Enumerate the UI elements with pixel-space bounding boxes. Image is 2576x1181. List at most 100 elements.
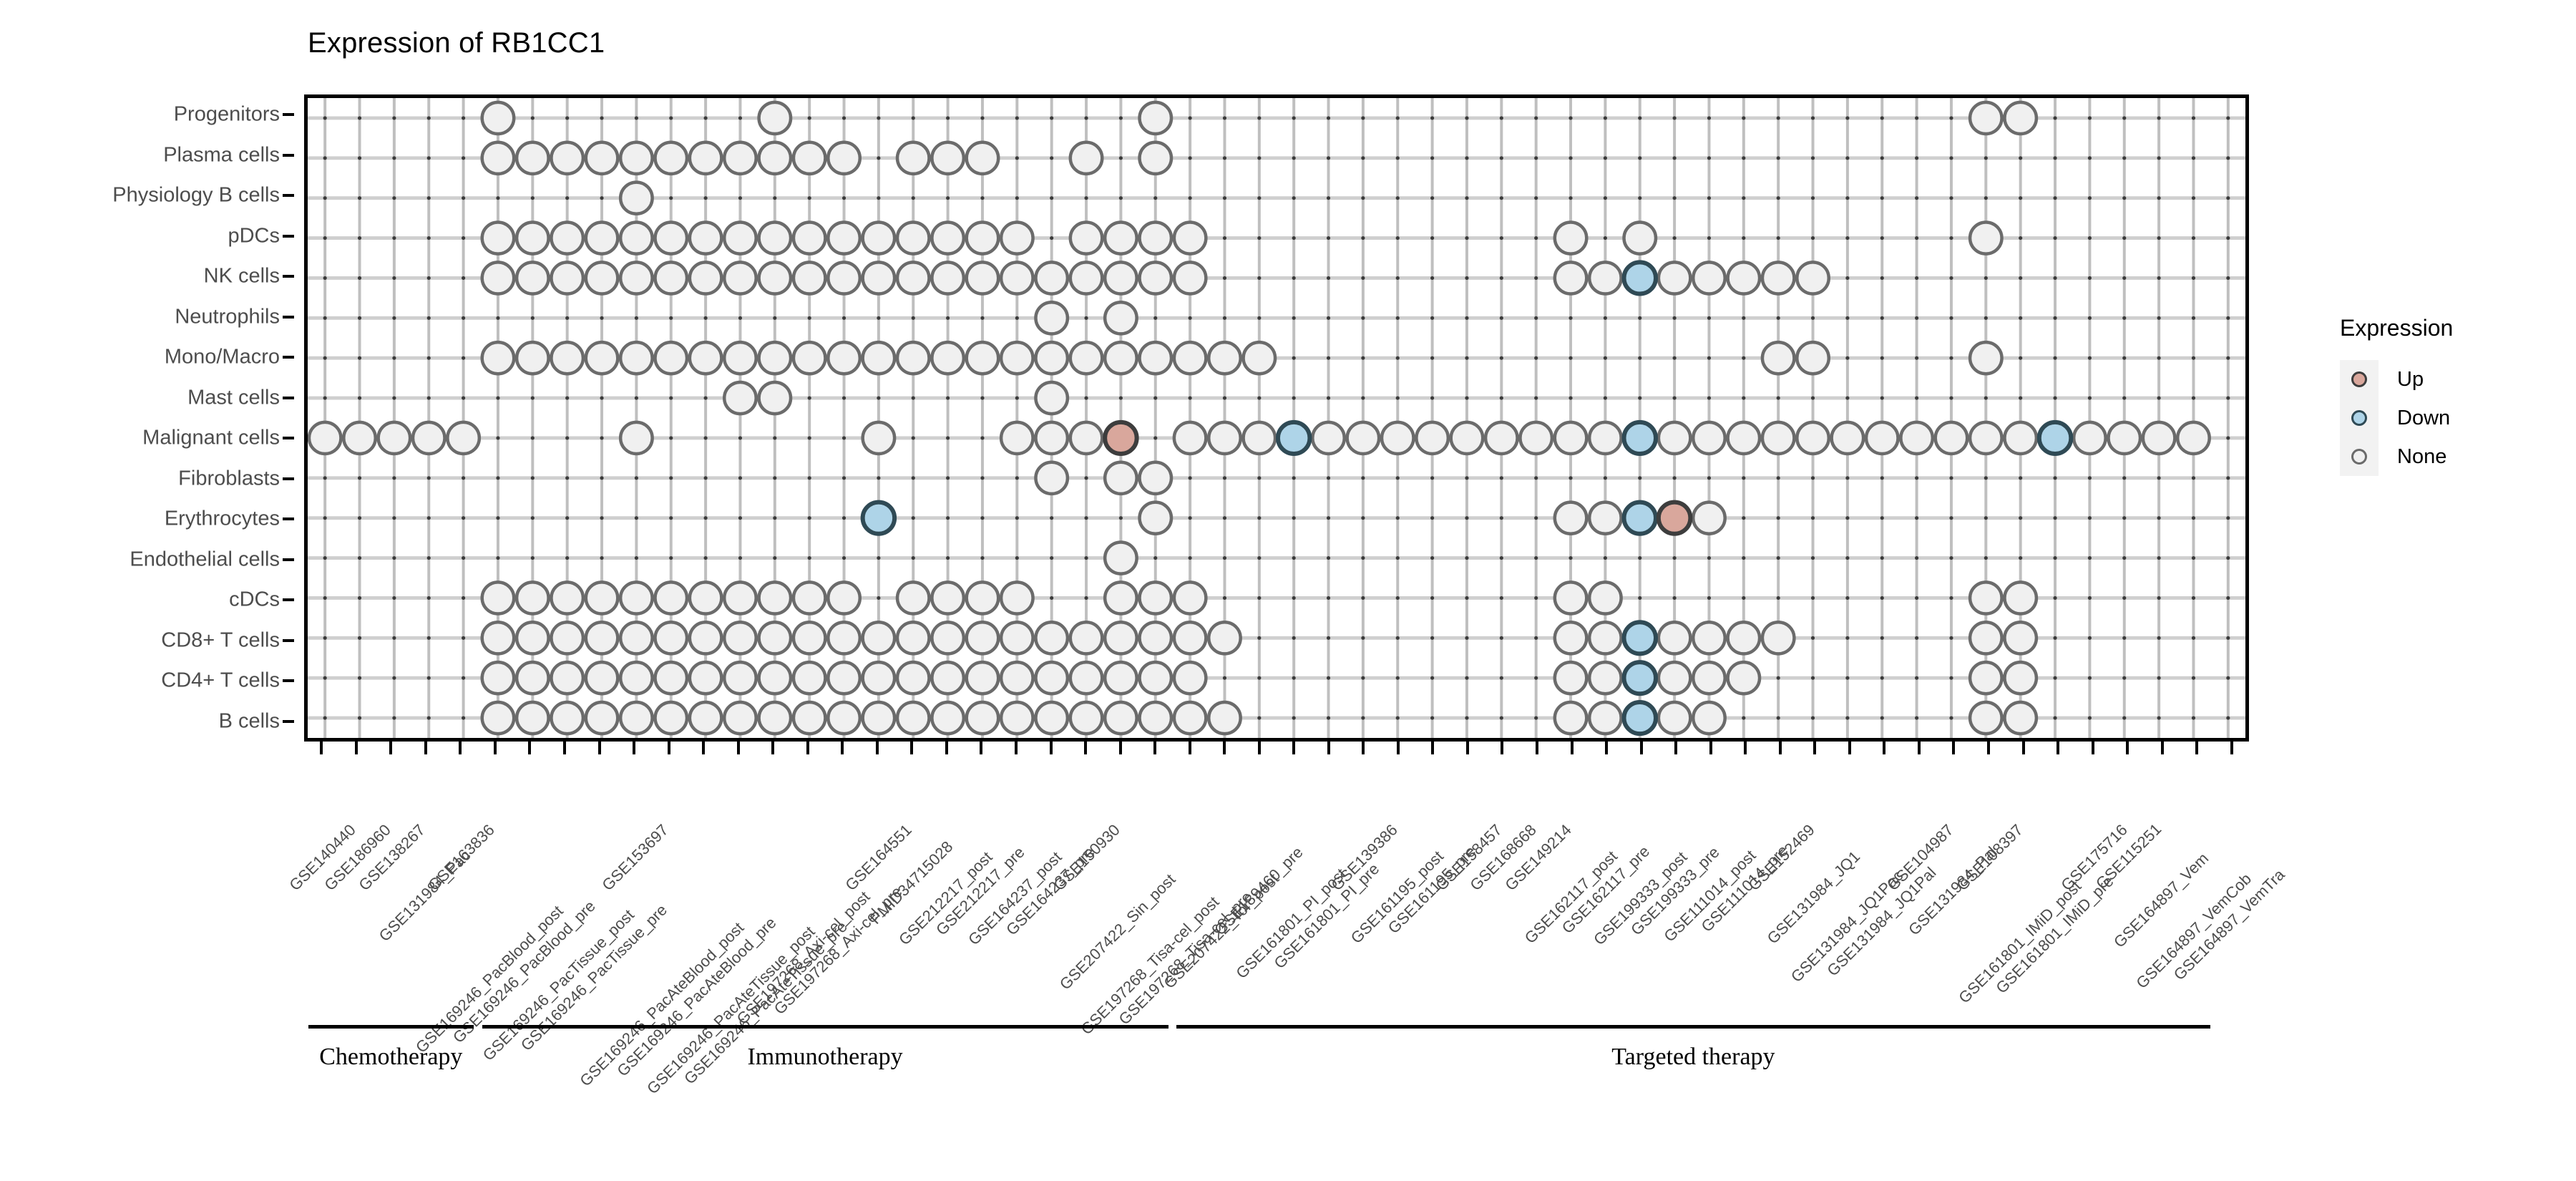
heatmap-cell[interactable]: [446, 420, 482, 456]
heatmap-cell[interactable]: [584, 261, 620, 296]
heatmap-cell[interactable]: [2003, 100, 2039, 136]
heatmap-cell[interactable]: [550, 700, 585, 736]
heatmap-cell[interactable]: [1621, 620, 1658, 656]
heatmap-cell[interactable]: [999, 660, 1035, 696]
heatmap-cell[interactable]: [480, 220, 516, 256]
heatmap-cell[interactable]: [1899, 420, 1935, 456]
heatmap-cell[interactable]: [757, 660, 793, 696]
heatmap-cell[interactable]: [584, 660, 620, 696]
heatmap-cell[interactable]: [1172, 420, 1208, 456]
heatmap-cell[interactable]: [514, 660, 550, 696]
heatmap-cell[interactable]: [550, 261, 585, 296]
heatmap-cell[interactable]: [1760, 261, 1796, 296]
heatmap-cell[interactable]: [757, 340, 793, 376]
heatmap-cell[interactable]: [584, 621, 620, 656]
heatmap-cell[interactable]: [2003, 660, 2039, 696]
heatmap-cell[interactable]: [1830, 420, 1865, 456]
heatmap-cell[interactable]: [688, 660, 723, 696]
heatmap-cell[interactable]: [1795, 420, 1831, 456]
heatmap-cell[interactable]: [1621, 700, 1658, 737]
heatmap-cell[interactable]: [618, 580, 654, 616]
heatmap-cell[interactable]: [1449, 420, 1485, 456]
heatmap-cell[interactable]: [895, 340, 931, 376]
heatmap-cell[interactable]: [514, 700, 550, 736]
heatmap-cell[interactable]: [965, 580, 1000, 616]
heatmap-cell[interactable]: [1138, 660, 1174, 696]
heatmap-cell[interactable]: [1103, 220, 1138, 256]
heatmap-cell[interactable]: [1553, 700, 1589, 736]
heatmap-cell[interactable]: [722, 660, 758, 696]
heatmap-cell[interactable]: [1138, 700, 1174, 736]
heatmap-cell[interactable]: [826, 340, 862, 376]
heatmap-cell[interactable]: [1760, 340, 1796, 376]
heatmap-cell[interactable]: [1587, 420, 1623, 456]
heatmap-cell[interactable]: [861, 340, 897, 376]
heatmap-cell[interactable]: [791, 700, 827, 736]
heatmap-cell[interactable]: [1864, 420, 1900, 456]
heatmap-cell[interactable]: [653, 140, 689, 176]
heatmap-cell[interactable]: [1968, 700, 2004, 736]
heatmap-cell[interactable]: [1103, 419, 1139, 456]
heatmap-cell[interactable]: [1553, 660, 1589, 696]
heatmap-cell[interactable]: [1691, 700, 1727, 736]
heatmap-cell[interactable]: [618, 420, 654, 456]
heatmap-cell[interactable]: [1968, 100, 2004, 136]
heatmap-cell[interactable]: [1726, 660, 1762, 696]
heatmap-cell[interactable]: [1380, 420, 1415, 456]
heatmap-cell[interactable]: [861, 621, 897, 656]
heatmap-cell[interactable]: [584, 220, 620, 256]
legend-item[interactable]: Up: [2340, 360, 2569, 399]
heatmap-cell[interactable]: [965, 621, 1000, 656]
heatmap-cell[interactable]: [1553, 621, 1589, 656]
heatmap-cell[interactable]: [1415, 420, 1450, 456]
heatmap-cell[interactable]: [550, 340, 585, 376]
heatmap-cell[interactable]: [1172, 261, 1208, 296]
heatmap-cell[interactable]: [1621, 500, 1658, 536]
heatmap-cell[interactable]: [480, 100, 516, 136]
heatmap-cell[interactable]: [653, 660, 689, 696]
heatmap-cell[interactable]: [1034, 700, 1070, 736]
heatmap-cell[interactable]: [480, 580, 516, 616]
heatmap-cell[interactable]: [1518, 420, 1554, 456]
heatmap-cell[interactable]: [1587, 700, 1623, 736]
heatmap-cell[interactable]: [895, 700, 931, 736]
heatmap-cell[interactable]: [861, 220, 897, 256]
heatmap-cell[interactable]: [1587, 621, 1623, 656]
heatmap-cell[interactable]: [480, 700, 516, 736]
heatmap-cell[interactable]: [1068, 660, 1104, 696]
heatmap-cell[interactable]: [1587, 660, 1623, 696]
heatmap-cell[interactable]: [1103, 700, 1138, 736]
heatmap-cell[interactable]: [895, 660, 931, 696]
heatmap-cell[interactable]: [688, 261, 723, 296]
heatmap-cell[interactable]: [1068, 340, 1104, 376]
heatmap-cell[interactable]: [895, 261, 931, 296]
heatmap-cell[interactable]: [930, 660, 966, 696]
heatmap-cell[interactable]: [688, 140, 723, 176]
heatmap-cell[interactable]: [826, 261, 862, 296]
heatmap-cell[interactable]: [1621, 260, 1658, 296]
heatmap-cell[interactable]: [1172, 660, 1208, 696]
heatmap-cell[interactable]: [1103, 660, 1138, 696]
heatmap-cell[interactable]: [688, 621, 723, 656]
heatmap-cell[interactable]: [1553, 500, 1589, 535]
heatmap-cell[interactable]: [653, 261, 689, 296]
heatmap-cell[interactable]: [1622, 220, 1658, 256]
heatmap-cell[interactable]: [550, 660, 585, 696]
heatmap-cell[interactable]: [1138, 340, 1174, 376]
heatmap-cell[interactable]: [791, 261, 827, 296]
heatmap-cell[interactable]: [688, 220, 723, 256]
heatmap-cell[interactable]: [965, 261, 1000, 296]
heatmap-cell[interactable]: [653, 580, 689, 616]
heatmap-cell[interactable]: [1760, 420, 1796, 456]
heatmap-cell[interactable]: [584, 700, 620, 736]
heatmap-cell[interactable]: [757, 261, 793, 296]
heatmap-cell[interactable]: [376, 420, 412, 456]
heatmap-cell[interactable]: [826, 140, 862, 176]
heatmap-cell[interactable]: [1138, 621, 1174, 656]
heatmap-cell[interactable]: [826, 580, 862, 616]
heatmap-cell[interactable]: [930, 340, 966, 376]
heatmap-cell[interactable]: [1172, 580, 1208, 616]
heatmap-cell[interactable]: [1034, 460, 1070, 496]
heatmap-cell[interactable]: [480, 261, 516, 296]
heatmap-cell[interactable]: [861, 660, 897, 696]
